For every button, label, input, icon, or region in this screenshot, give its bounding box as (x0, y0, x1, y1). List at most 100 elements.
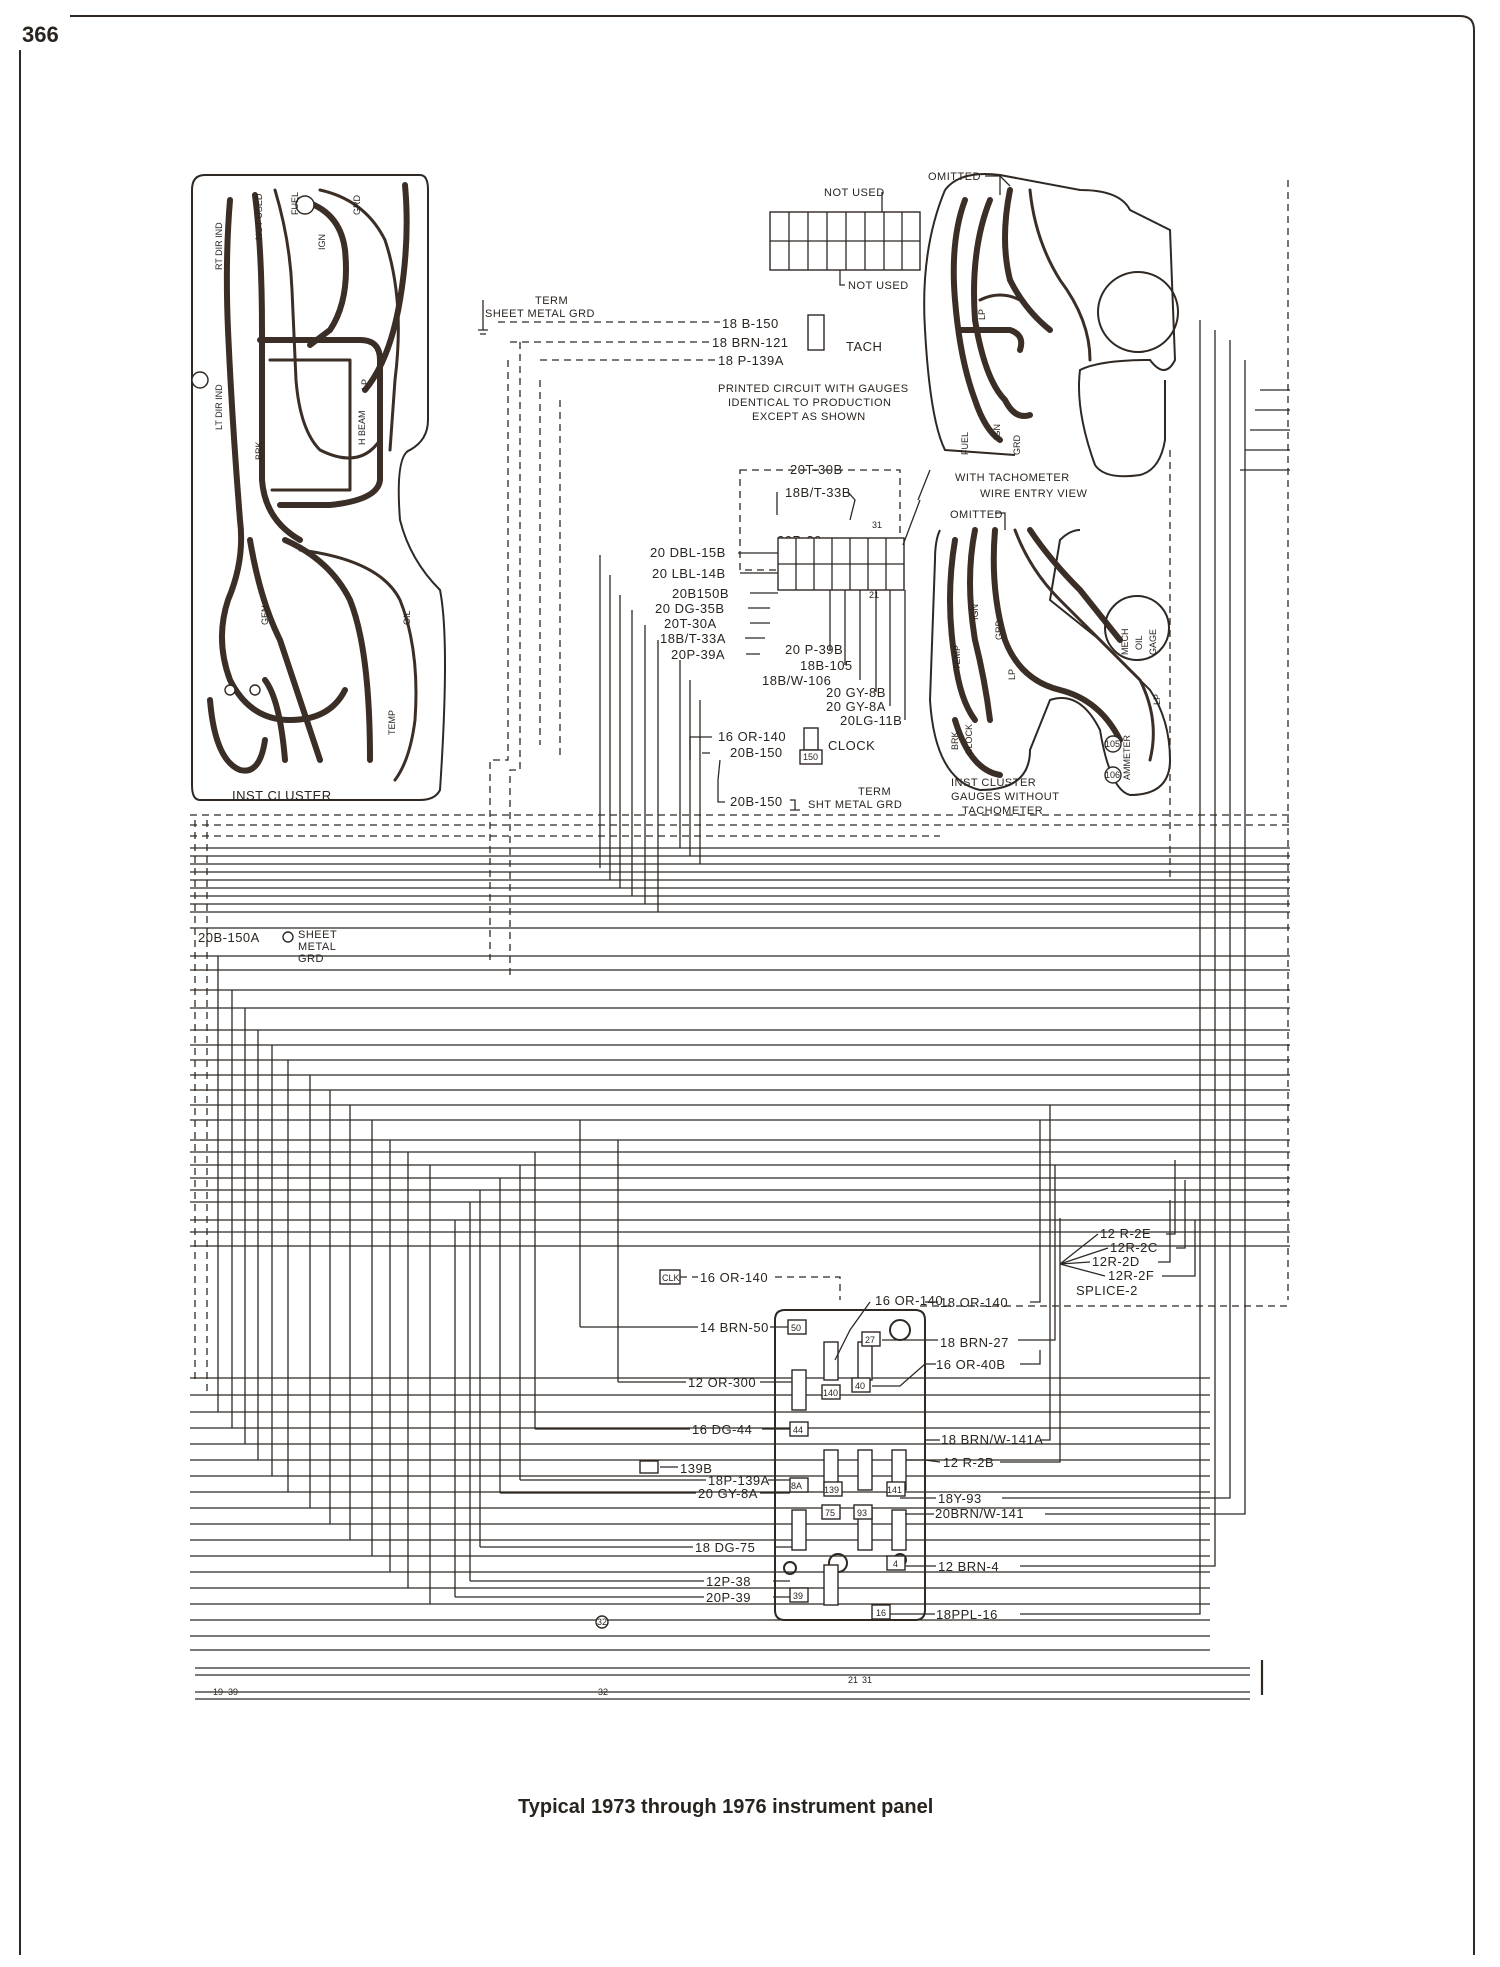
svg-text:39: 39 (793, 1591, 803, 1601)
svg-text:140: 140 (823, 1388, 838, 1398)
harness-lines (190, 180, 1290, 1651)
svg-text:18B/W-106: 18B/W-106 (762, 673, 831, 688)
svg-text:44: 44 (793, 1425, 803, 1435)
svg-text:50: 50 (791, 1323, 801, 1333)
svg-text:20T-30A: 20T-30A (664, 616, 717, 631)
svg-text:TERM: TERM (535, 295, 568, 307)
tach-cluster-diagram: OMITTED IGN FUEL GRD LP WITH TACHOMETER … (923, 171, 1179, 500)
svg-text:105: 105 (1105, 739, 1120, 749)
svg-text:IGN: IGN (992, 424, 1002, 440)
svg-text:150: 150 (803, 752, 818, 762)
mid-connector-left-labels: 20 DBL-15B 20 LBL-14B 20B150B 20 DG-35B … (650, 545, 729, 662)
svg-text:20 GY-8A: 20 GY-8A (698, 1486, 758, 1501)
svg-text:12 OR-300: 12 OR-300 (688, 1375, 756, 1390)
svg-text:OMITTED: OMITTED (928, 171, 981, 183)
svg-text:18 DG-75: 18 DG-75 (695, 1540, 755, 1555)
svg-text:H BEAM: H BEAM (357, 410, 367, 445)
svg-text:LP: LP (977, 309, 987, 320)
svg-text:GRD: GRD (994, 620, 1004, 641)
svg-text:EXCEPT AS SHOWN: EXCEPT AS SHOWN (752, 411, 866, 423)
svg-text:TEMP: TEMP (952, 645, 962, 670)
svg-text:20B-150: 20B-150 (730, 745, 783, 760)
svg-text:18B-105: 18B-105 (800, 658, 853, 673)
svg-text:SPLICE-2: SPLICE-2 (1076, 1283, 1138, 1298)
top-connector: NOT USED NOT USED (769, 187, 921, 292)
svg-text:20 GY-8A: 20 GY-8A (826, 699, 886, 714)
svg-text:NOT USED: NOT USED (848, 280, 909, 292)
svg-text:GRD: GRD (352, 195, 362, 216)
svg-text:BRK: BRK (950, 731, 960, 750)
svg-text:20 GY-8B: 20 GY-8B (826, 685, 886, 700)
svg-text:18 P-139A: 18 P-139A (718, 353, 784, 368)
svg-text:20T-30B: 20T-30B (790, 462, 843, 477)
svg-text:BRK: BRK (254, 441, 264, 460)
svg-text:20B-150A: 20B-150A (198, 930, 260, 945)
svg-text:12 R-2B: 12 R-2B (943, 1455, 994, 1470)
svg-text:12R-2C: 12R-2C (1110, 1240, 1158, 1255)
fuse-block-outline (774, 1309, 926, 1621)
svg-text:12 R-2E: 12 R-2E (1100, 1226, 1151, 1241)
svg-text:OMITTED: OMITTED (950, 509, 1003, 521)
svg-text:20 LBL-14B: 20 LBL-14B (652, 566, 726, 581)
svg-text:RT DIR IND: RT DIR IND (214, 222, 224, 270)
svg-text:16: 16 (876, 1608, 886, 1618)
svg-text:16 OR-140: 16 OR-140 (700, 1270, 768, 1285)
svg-text:139: 139 (824, 1485, 839, 1495)
bottom-bus: 19 39 32 21 31 32 (195, 1615, 1264, 1700)
tach-label: TACH (846, 339, 882, 354)
fuse-block: CLK 16 OR-140 50 140 27 40 44 8A 139 141… (454, 1105, 1246, 1622)
svg-text:14 BRN-50: 14 BRN-50 (700, 1320, 769, 1335)
svg-text:32: 32 (597, 1617, 607, 1627)
page-number: 366 (22, 22, 59, 47)
svg-text:19: 19 (213, 1687, 223, 1697)
clock-label: CLOCK (828, 738, 875, 753)
svg-text:20B-150: 20B-150 (730, 794, 783, 809)
svg-text:31: 31 (862, 1675, 872, 1685)
svg-text:METAL: METAL (298, 941, 336, 953)
svg-text:39: 39 (228, 1687, 238, 1697)
svg-text:18 BRN-27: 18 BRN-27 (940, 1335, 1009, 1350)
svg-text:93: 93 (857, 1508, 867, 1518)
svg-text:AMMETER: AMMETER (1122, 734, 1132, 780)
clock-section: 16 OR-140 20B-150 150 CLOCK 20B-150 TERM… (689, 727, 902, 811)
tach-section: TERM SHEET METAL GRD 18 B-150 18 BRN-121… (478, 295, 908, 423)
svg-text:141: 141 (887, 1485, 902, 1495)
gauge-cluster-diagram: OMITTED MECH OIL GAGE IGN TEMP GRD BRK C… (928, 509, 1172, 817)
diagram-caption: Typical 1973 through 1976 instrument pan… (518, 1796, 933, 1818)
svg-text:20 DBL-15B: 20 DBL-15B (650, 545, 726, 560)
svg-text:21: 21 (848, 1675, 858, 1685)
svg-text:4: 4 (893, 1559, 898, 1569)
svg-text:20 DG-35B: 20 DG-35B (655, 601, 725, 616)
svg-text:CLOCK: CLOCK (964, 724, 974, 755)
page-border (19, 15, 1475, 1955)
svg-text:32: 32 (598, 1687, 608, 1697)
svg-text:LP: LP (1152, 694, 1162, 705)
svg-text:18 OR-140: 18 OR-140 (940, 1295, 1008, 1310)
svg-text:GRD: GRD (1012, 435, 1022, 456)
svg-text:IGN: IGN (317, 234, 327, 250)
svg-text:SHEET METAL GRD: SHEET METAL GRD (485, 308, 595, 320)
svg-text:IDENTICAL TO PRODUCTION: IDENTICAL TO PRODUCTION (728, 397, 891, 409)
svg-text:12R-2F: 12R-2F (1108, 1268, 1154, 1283)
svg-text:20BRN/W-141: 20BRN/W-141 (935, 1506, 1024, 1521)
svg-text:20P-39: 20P-39 (706, 1590, 751, 1605)
svg-text:16 OR-140: 16 OR-140 (718, 729, 786, 744)
svg-text:LP: LP (360, 379, 370, 390)
svg-text:LP: LP (1007, 669, 1017, 680)
svg-text:FUEL: FUEL (960, 432, 970, 455)
svg-text:CLK: CLK (662, 1273, 680, 1283)
svg-text:MECH: MECH (1120, 629, 1130, 656)
svg-text:GRD: GRD (298, 953, 324, 965)
svg-text:GAUGES WITHOUT: GAUGES WITHOUT (951, 791, 1059, 803)
svg-text:SHEET: SHEET (298, 929, 337, 941)
svg-text:WIRE ENTRY VIEW: WIRE ENTRY VIEW (980, 488, 1087, 500)
svg-text:18 BRN/W-141A: 18 BRN/W-141A (941, 1432, 1043, 1447)
svg-text:INST CLUSTER: INST CLUSTER (951, 777, 1036, 789)
svg-text:139B: 139B (680, 1461, 712, 1476)
svg-text:16 OR-140: 16 OR-140 (875, 1293, 943, 1308)
svg-text:16 DG-44: 16 DG-44 (692, 1422, 752, 1437)
svg-text:27: 27 (865, 1335, 875, 1345)
svg-text:18PPL-16: 18PPL-16 (936, 1607, 998, 1622)
svg-text:OIL: OIL (1134, 635, 1144, 650)
